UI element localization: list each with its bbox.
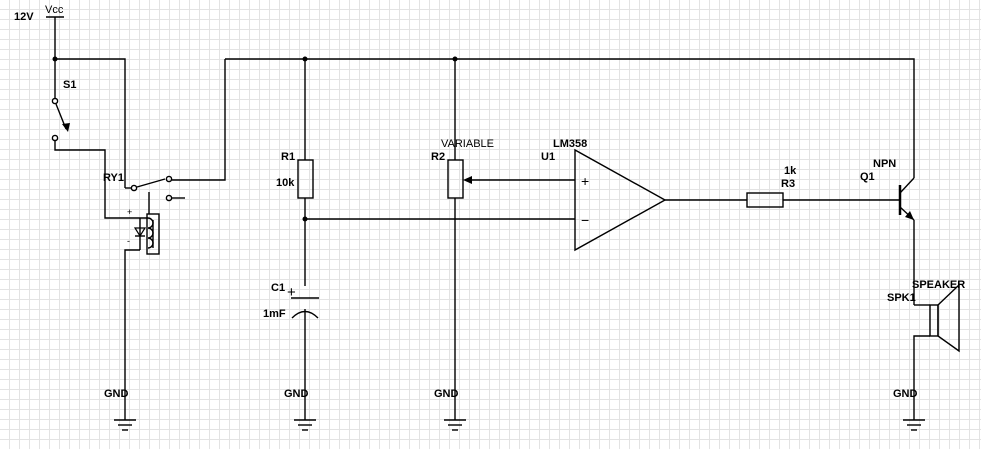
r2-name-label: R2 xyxy=(431,151,445,163)
ground-symbol-4: GND xyxy=(893,388,925,431)
capacitor-c1: C1 + 1mF xyxy=(263,282,319,392)
gnd-label-2: GND xyxy=(284,388,309,400)
speaker-description-label: SPEAKER xyxy=(912,279,965,291)
opamp-name-label: U1 xyxy=(541,151,555,163)
c1-value-label: 1mF xyxy=(263,308,286,320)
vcc-supply-symbol: 12V Vcc xyxy=(14,4,64,59)
switch-s1-label: S1 xyxy=(63,79,76,91)
resistor-r1: R1 10k xyxy=(276,59,314,286)
relay-ry1: RY1 + - xyxy=(103,59,226,392)
vcc-label: Vcc xyxy=(45,4,64,16)
c1-plus-label: + xyxy=(287,284,296,301)
speaker-spk1: SPEAKER SPK1 xyxy=(887,279,965,392)
gnd-label-3: GND xyxy=(434,388,459,400)
gnd-label-4: GND xyxy=(893,388,918,400)
speaker-name-label: SPK1 xyxy=(887,292,916,304)
rc-node-wire xyxy=(302,216,575,222)
r2-description-label: VARIABLE xyxy=(441,138,494,150)
q1-name-label: Q1 xyxy=(860,171,875,183)
ground-symbol-3: GND xyxy=(434,388,466,431)
relay-minus-label: - xyxy=(127,236,130,246)
relay-ry1-label: RY1 xyxy=(103,172,124,184)
r1-value-label: 10k xyxy=(276,177,295,189)
q1-type-label: NPN xyxy=(873,158,896,170)
opamp-plus-label: + xyxy=(581,173,589,189)
opamp-minus-label: − xyxy=(581,212,589,228)
r3-name-label: R3 xyxy=(781,178,795,190)
potentiometer-r2: VARIABLE R2 xyxy=(431,59,575,392)
switch-s1: S1 xyxy=(51,59,140,219)
r3-value-label: 1k xyxy=(784,165,797,177)
gnd-label-1: GND xyxy=(104,388,129,400)
opamp-u1: + − LM358 U1 xyxy=(541,138,747,252)
ground-symbol-2: GND xyxy=(284,388,316,431)
resistor-r3: 1k R3 xyxy=(746,165,900,208)
transistor-q1: NPN Q1 xyxy=(860,158,915,305)
c1-name-label: C1 xyxy=(271,282,285,294)
relay-plus-label: + xyxy=(127,207,132,217)
ground-symbol-1: GND xyxy=(104,388,136,431)
r1-name-label: R1 xyxy=(281,151,295,163)
supply-voltage-label: 12V xyxy=(14,11,34,23)
opamp-part-label: LM358 xyxy=(553,138,587,150)
